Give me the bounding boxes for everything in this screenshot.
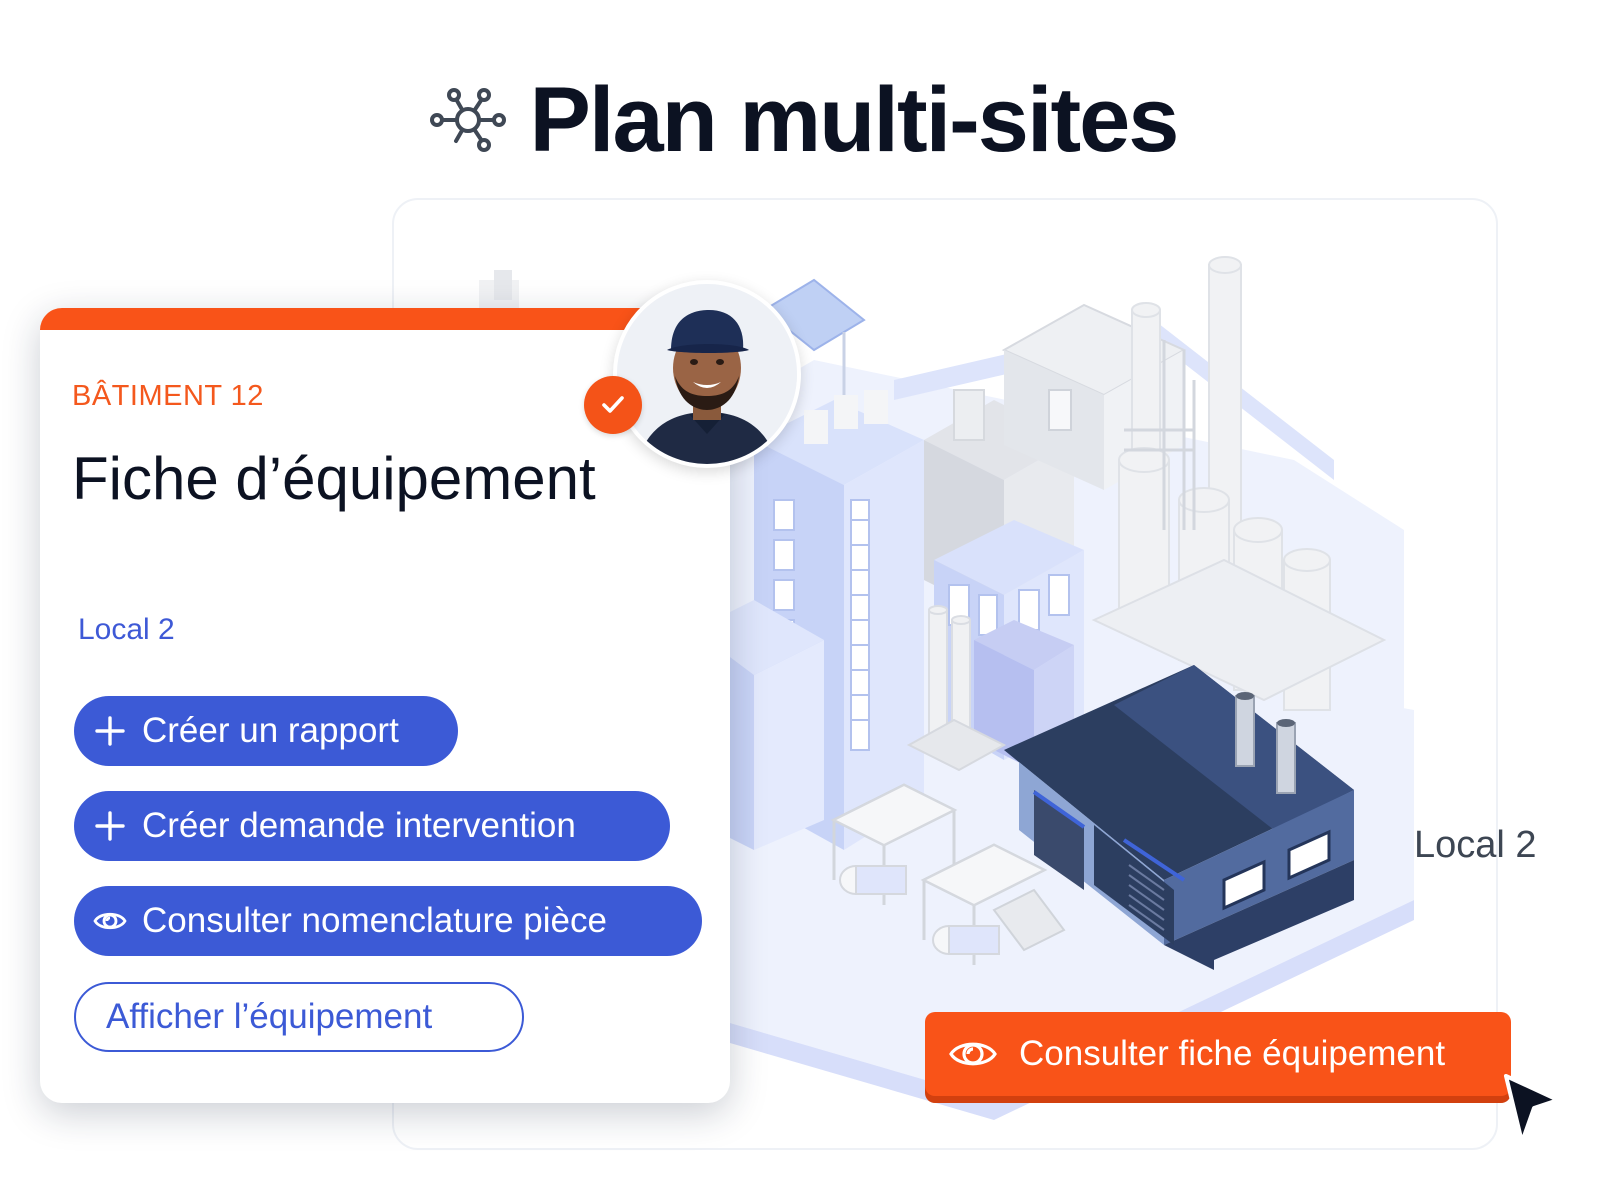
network-hub-icon [429,88,506,152]
plus-icon [92,713,128,749]
technician-avatar [613,280,801,468]
card-title: Fiche d’équipement [72,445,596,512]
eye-icon [947,1028,999,1080]
building-label-local-2[interactable]: Local 2 [1414,824,1537,866]
view-parts-list-button[interactable]: Consulter nomenclature pièce [74,886,702,956]
eye-icon [92,903,128,939]
card-location: Local 2 [78,613,175,646]
header: Plan multi-sites [0,70,1605,170]
create-report-button[interactable]: Créer un rapport [74,696,458,766]
view-equipment-sheet-button[interactable]: Consulter fiche équipement [925,1012,1511,1096]
view-parts-list-label: Consulter nomenclature pièce [142,901,607,940]
page-title: Plan multi-sites [529,69,1180,171]
card-accent-bar [40,308,730,330]
isometric-site-illustration [434,256,1414,1120]
mouse-cursor-icon [1500,1072,1564,1148]
building-eyebrow: BÂTIMENT 12 [72,380,264,412]
plus-icon [92,808,128,844]
create-intervention-request-button[interactable]: Créer demande intervention [74,791,670,861]
equipment-card: BÂTIMENT 12 Fiche d’équipement Local 2 C… [40,308,730,1103]
create-report-label: Créer un rapport [142,711,399,750]
create-intervention-label: Créer demande intervention [142,806,576,845]
view-equipment-sheet-label: Consulter fiche équipement [1019,1034,1446,1073]
show-equipment-label: Afficher l’équipement [106,997,433,1036]
check-badge-icon [584,376,642,434]
site-map[interactable] [392,198,1498,1150]
show-equipment-button[interactable]: Afficher l’équipement [74,982,524,1052]
